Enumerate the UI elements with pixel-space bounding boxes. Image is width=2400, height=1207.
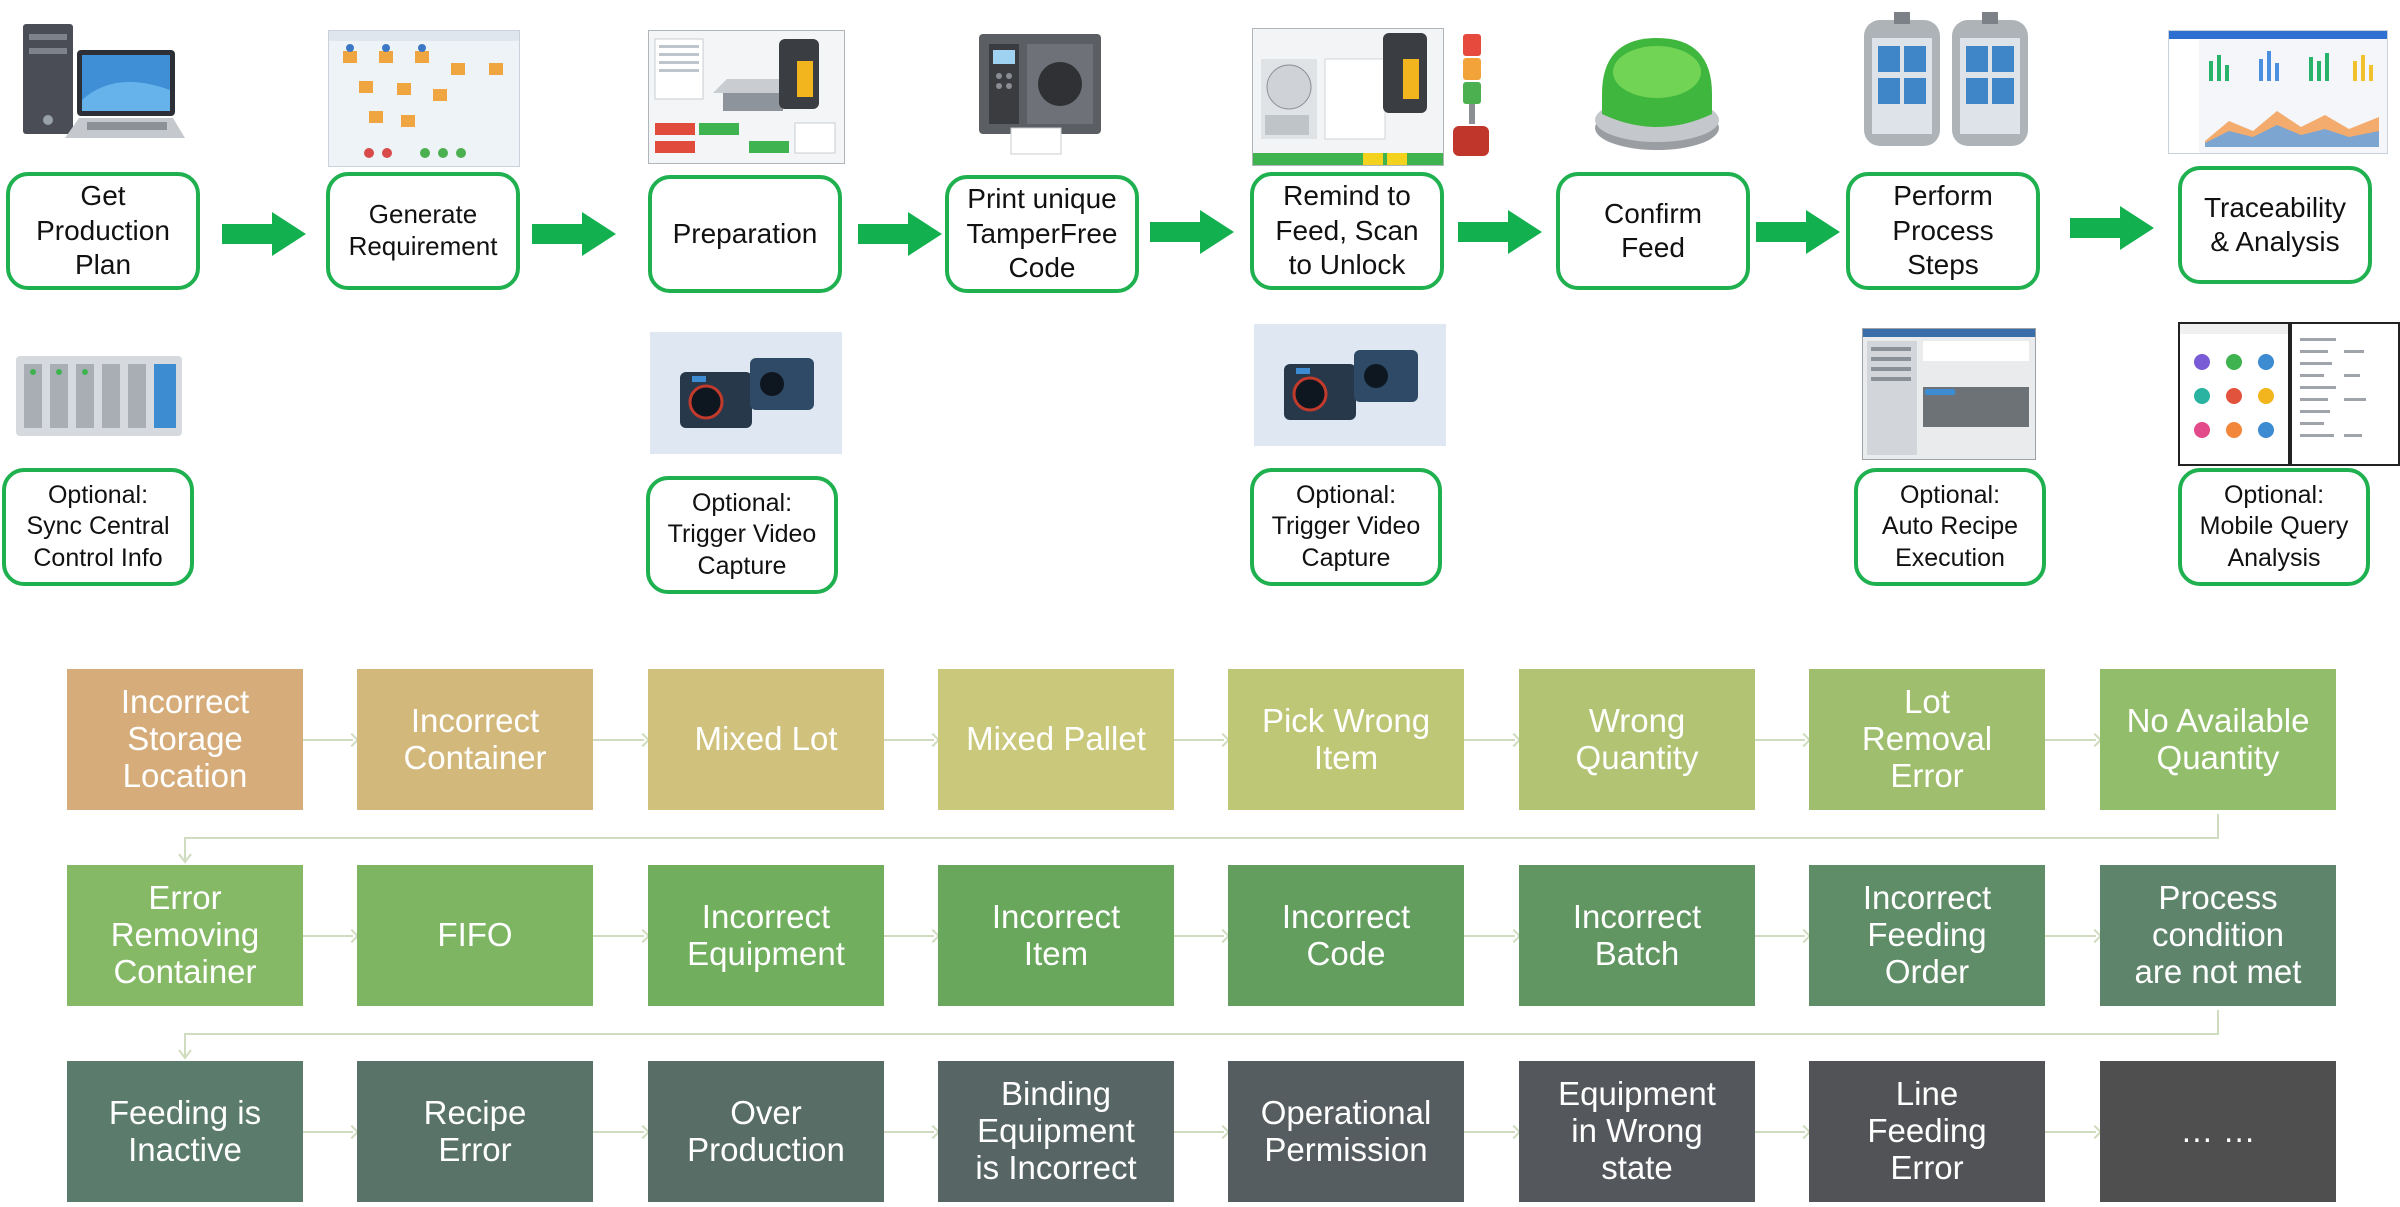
row-wrap-connector [184,814,2219,862]
error-arrow [1464,732,1522,747]
process-arrow [1150,210,1234,254]
error-arrow [884,928,941,943]
error-box: Equipment in Wrong state [1519,1061,1755,1202]
green-button-picture [1590,30,1725,160]
step-get-production-plan: Get Production Plan [6,172,200,290]
error-box: Mixed Lot [648,669,884,810]
error-arrow [884,732,941,747]
dashboard-picture [2168,30,2388,154]
error-arrow [1755,732,1812,747]
error-arrow [593,928,651,943]
error-box: Incorrect Code [1228,865,1464,1006]
error-box: Error Removing Container [67,865,303,1006]
plc-controller-picture [10,338,192,450]
row-wrap-arrowhead [178,853,192,864]
error-box: Lot Removal Error [1809,669,2045,810]
tower-light-picture [1447,30,1499,165]
row-wrap-connector [184,1010,2219,1058]
error-box: Line Feeding Error [1809,1061,2045,1202]
error-arrow [1464,928,1522,943]
optional-video-prep: Optional: Trigger Video Capture [646,476,838,594]
process-arrow [532,212,616,256]
error-box: Incorrect Storage Location [67,669,303,810]
step-traceability: Traceability & Analysis [2178,166,2372,284]
error-arrow [1755,1124,1812,1139]
error-arrow [593,732,651,747]
error-box: Pick Wrong Item [1228,669,1464,810]
error-box: Process condition are not met [2100,865,2336,1006]
step-preparation: Preparation [648,175,842,293]
video-camera-picture [650,332,842,454]
error-arrow [2045,1124,2103,1139]
error-box: Binding Equipment is Incorrect [938,1061,1174,1202]
scale-scanner-picture [648,30,845,164]
error-arrow [2045,732,2103,747]
step-confirm-feed: Confirm Feed [1556,172,1750,290]
computer-picture [15,10,195,160]
error-box: Incorrect Equipment [648,865,884,1006]
error-arrow [1174,732,1231,747]
label-printer-picture [975,30,1105,158]
optional-mobile-query: Optional: Mobile Query Analysis [2178,468,2370,586]
error-arrow [1464,1124,1522,1139]
error-box: Incorrect Feeding Order [1809,865,2045,1006]
optional-sync-central: Optional: Sync Central Control Info [2,468,194,586]
step-perform-steps: Perform Process Steps [1846,172,2040,290]
error-arrow [303,928,360,943]
step-generate-requirement: Generate Requirement [326,172,520,290]
error-arrow [884,1124,941,1139]
error-box: Operational Permission [1228,1061,1464,1202]
error-arrow [1174,928,1231,943]
error-box: Recipe Error [357,1061,593,1202]
error-box: Mixed Pallet [938,669,1174,810]
error-box: FIFO [357,865,593,1006]
error-box: Incorrect Item [938,865,1174,1006]
error-box: … … [2100,1061,2336,1202]
error-arrow [2045,928,2103,943]
error-box: Incorrect Container [357,669,593,810]
error-box: Wrong Quantity [1519,669,1755,810]
process-tanks-picture [1858,12,2033,154]
mobile-app-picture [2178,322,2290,466]
process-arrow [222,212,306,256]
step-print-code: Print unique TamperFree Code [945,175,1139,293]
process-arrow [1756,210,1840,254]
error-box: No Available Quantity [2100,669,2336,810]
process-arrow [1458,210,1542,254]
row-wrap-arrowhead [178,1049,192,1060]
error-box: Over Production [648,1061,884,1202]
video-camera-picture [1254,324,1446,446]
feed-screen-picture [1252,28,1444,166]
recipe-software-picture [1862,328,2036,460]
error-arrow [303,732,360,747]
optional-video-feed: Optional: Trigger Video Capture [1250,468,1442,586]
process-arrow [858,212,942,256]
process-arrow [2070,206,2154,250]
error-arrow [593,1124,651,1139]
error-box: Feeding is Inactive [67,1061,303,1202]
error-arrow [303,1124,360,1139]
requirement-screen-picture [328,30,520,167]
mobile-report-picture [2290,322,2400,466]
error-arrow [1174,1124,1231,1139]
optional-auto-recipe: Optional: Auto Recipe Execution [1854,468,2046,586]
step-remind-feed: Remind to Feed, Scan to Unlock [1250,172,1444,290]
error-arrow [1755,928,1812,943]
error-box: Incorrect Batch [1519,865,1755,1006]
